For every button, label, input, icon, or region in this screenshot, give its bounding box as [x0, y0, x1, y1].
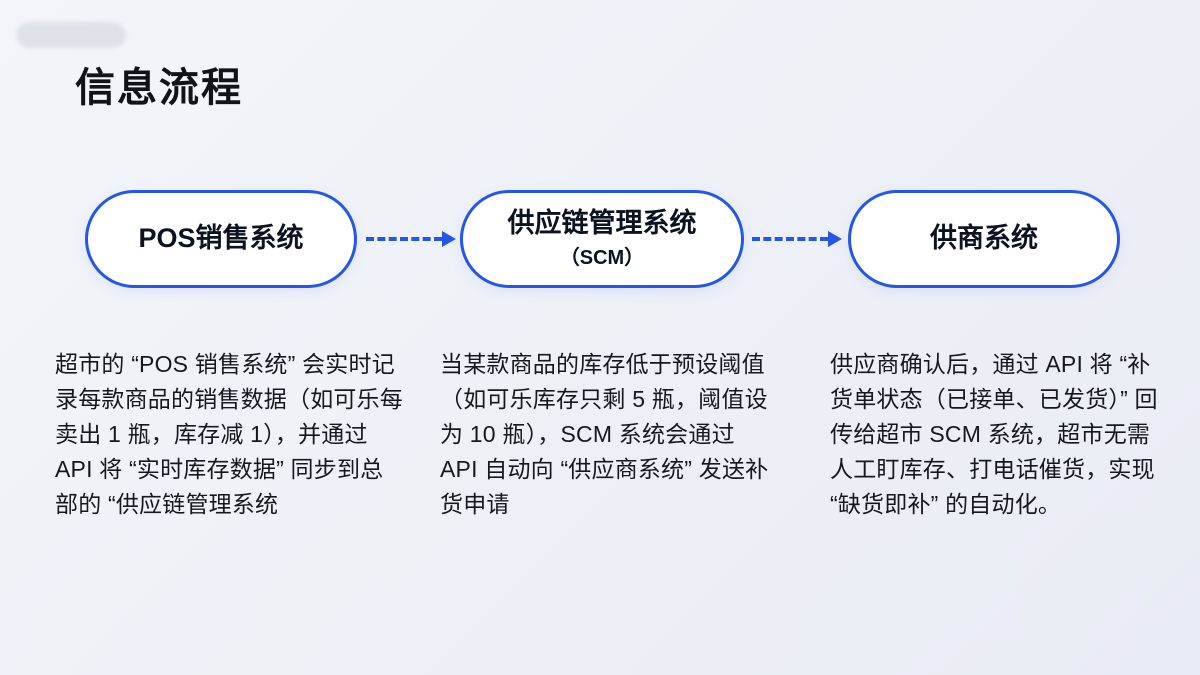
- node-supplier-system: 供商系统: [848, 190, 1120, 288]
- page-title: 信息流程: [75, 66, 243, 110]
- arrow-right-icon: [828, 231, 842, 247]
- node-scm-system: 供应链管理系统 （SCM）: [460, 190, 744, 288]
- description-supplier-system: 供应商确认后，通过 API 将 “补货单状态（已接单、已发货）” 回传给超市 S…: [830, 351, 1158, 517]
- node-pos-system-label: POS销售系统: [138, 223, 304, 254]
- arrow-scm-to-supplier: [752, 231, 842, 247]
- node-scm-system-sublabel: （SCM）: [559, 247, 645, 270]
- description-pos-system: 超市的 “POS 销售系统” 会实时记录每款商品的销售数据（如可乐每卖出 1 瓶…: [55, 351, 403, 517]
- node-scm-system-label: 供应链管理系统: [507, 207, 697, 238]
- description-scm-system: 当某款商品的库存低于预设阈值（如可乐库存只剩 5 瓶，阈值设为 10 瓶），SC…: [440, 351, 769, 517]
- arrow-right-icon: [442, 231, 456, 247]
- node-supplier-system-label: 供商系统: [930, 223, 1038, 254]
- arrow-pos-to-scm: [366, 231, 456, 247]
- watermark-logo: [16, 22, 126, 48]
- node-pos-system: POS销售系统: [85, 190, 357, 288]
